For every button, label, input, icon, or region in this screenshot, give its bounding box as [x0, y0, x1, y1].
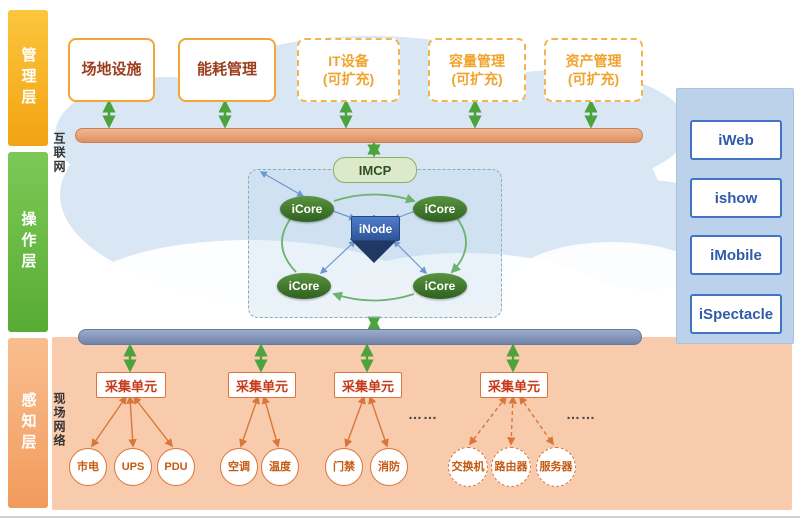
top-box-site-facility-label: 场地设施 [81, 61, 142, 79]
imcp-badge: IMCP [333, 157, 417, 183]
layer-bar-management: 管理层 [8, 10, 48, 146]
device-circle-switch: 交换机 [448, 447, 488, 487]
layer-bar-operation: 操作层 [8, 152, 48, 332]
icore-bottom-left: iCore [277, 273, 331, 299]
internet-label: 互联网 [52, 132, 66, 174]
ellipsis-right: …… [566, 406, 596, 422]
device-circle-ups: UPS [114, 448, 152, 486]
icore-bottom-right: iCore [413, 273, 467, 299]
device-circle-access-control: 门禁 [325, 448, 363, 486]
top-box-site-facility: 场地设施 [68, 38, 155, 102]
app-box-iweb: iWeb [690, 120, 782, 160]
layer-label-perception: 感知层 [19, 391, 37, 455]
top-box-capacity-management-sub: (可扩充) [451, 71, 503, 87]
layer-label-management: 管理层 [19, 46, 37, 110]
layer-bar-perception: 感知层 [8, 338, 48, 508]
collection-unit-2: 采集单元 [228, 372, 296, 398]
icore-top-left: iCore [280, 196, 334, 222]
device-circle-pdu: PDU [157, 448, 195, 486]
top-box-it-equipment-sub: (可扩充) [322, 71, 375, 87]
top-box-energy-management-label: 能耗管理 [196, 61, 257, 79]
bottom-edge-line [0, 516, 800, 518]
icore-top-right: iCore [413, 196, 467, 222]
device-circle-air-conditioner: 空调 [220, 448, 258, 486]
bottom-bus-bar [78, 329, 642, 345]
field-network-panel [52, 337, 792, 510]
top-box-capacity-management-label: 容量管理 [449, 52, 505, 69]
device-circle-temperature: 温度 [261, 448, 299, 486]
top-bus-bar [75, 128, 643, 143]
top-box-asset-management-sub: (可扩充) [567, 71, 620, 87]
field-network-label: 现场网络 [52, 392, 66, 448]
top-box-capacity-management: 容量管理 (可扩充) [428, 38, 526, 102]
device-circle-router: 路由器 [491, 447, 531, 487]
top-box-asset-management-label: 资产管理 [565, 52, 622, 69]
device-circle-fire-protection: 消防 [370, 448, 408, 486]
top-box-energy-management: 能耗管理 [178, 38, 276, 102]
inode-label: iNode [351, 216, 400, 241]
collection-unit-1: 采集单元 [96, 372, 166, 398]
collection-unit-3: 采集单元 [334, 372, 402, 398]
collection-unit-4: 采集单元 [480, 372, 548, 398]
top-box-it-equipment: IT设备 (可扩充) [297, 38, 400, 102]
device-circle-server: 服务器 [536, 447, 576, 487]
ellipsis-left: …… [408, 406, 438, 422]
app-box-ispectacle: iSpectacle [690, 294, 782, 334]
top-box-it-equipment-label: IT设备 [328, 52, 369, 69]
app-box-imobile: iMobile [690, 235, 782, 275]
layer-label-operation: 操作层 [19, 210, 37, 274]
top-box-asset-management: 资产管理 (可扩充) [544, 38, 643, 102]
app-box-ishow: ishow [690, 178, 782, 218]
device-circle-mains-power: 市电 [69, 448, 107, 486]
